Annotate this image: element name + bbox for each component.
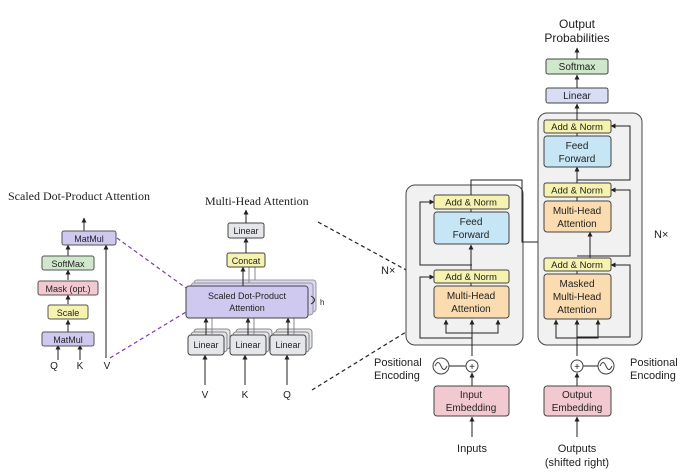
dashed-connector-top [116, 237, 187, 289]
dec-residual-3 [577, 123, 631, 181]
sdpa-q-label: Q [50, 361, 58, 372]
sdpa-scale-box [47, 304, 89, 320]
outputs-label-line2: (shifted right) [545, 457, 609, 469]
enc-residual-2 [419, 199, 472, 266]
dec-pos-wave-icon [599, 362, 613, 370]
sdpa-matmul-top-label: MatMul [74, 234, 104, 244]
enc-addnorm-2-label: Add & Norm [445, 198, 497, 209]
enc-residual-1 [419, 274, 472, 339]
dec-addnorm-1-label: Add & Norm [551, 260, 603, 271]
mha-linear-v-label: Linear [193, 340, 218, 350]
mha-title: Multi-Head Attention [205, 194, 309, 208]
dec-masked-label-line2: Multi-Head [553, 292, 601, 303]
enc-add-icon [465, 359, 479, 373]
sdpa-diagram: Scaled Dot-Product Attention MatMul Soft… [8, 189, 150, 372]
transformer: N× Multi-Head Attention Add & Norm Feed … [374, 17, 678, 469]
dec-add-symbol: + [574, 362, 580, 373]
input-embedding-label-line2: Embedding [446, 403, 497, 414]
mha-k-label: K [242, 390, 249, 401]
enc-mha-label-line2: Attention [451, 304, 490, 315]
inputs-label: Inputs [457, 443, 487, 455]
enc-mha-label-line1: Multi-Head [447, 291, 495, 302]
input-embedding-box [433, 385, 510, 417]
dashed-connector-mha-bottom [311, 315, 433, 391]
mha-linear-out-label: Linear [233, 226, 258, 236]
sdpa-matmul-bottom-box [41, 331, 95, 347]
dec-mha-label-line1: Multi-Head [553, 206, 601, 217]
dec-masked-label-line1: Masked [559, 279, 594, 290]
enc-addnorm-1-label: Add & Norm [445, 272, 497, 283]
dec-add-icon [570, 359, 584, 373]
enc-pos-label-line2: Encoding [374, 370, 420, 382]
mha-v-label: V [202, 390, 209, 401]
mha-sdpa-box [185, 285, 309, 319]
dec-mha-label-line2: Attention [557, 219, 596, 230]
sdpa-matmul-bottom-label: MatMul [53, 335, 83, 345]
output-probabilities-line2: Probabilities [544, 31, 609, 45]
sdpa-mask-box [37, 280, 99, 296]
mha-sdpa-label-line2: Attention [229, 303, 265, 313]
mha-concat-label: Concat [232, 256, 261, 266]
decoder-nx-label: N× [654, 229, 668, 241]
sdpa-matmul-top-box [61, 230, 117, 246]
enc-arrow-into-mha-right [472, 319, 501, 334]
dec-ff-label-line2: Forward [559, 154, 596, 165]
sdpa-softmax-label: SoftMax [51, 259, 85, 269]
enc-ff-label-line2: Forward [453, 230, 490, 241]
output-embedding-label-line1: Output [562, 390, 592, 401]
enc-ff-label-line1: Feed [460, 217, 483, 228]
input-embedding-label-line1: Input [460, 390, 482, 401]
dec-pos-label-line1: Positional [630, 357, 678, 369]
mha-linear-q-label: Linear [275, 340, 300, 350]
encoder-nx-label: N× [381, 265, 395, 277]
enc-pos-label-line1: Positional [374, 357, 422, 369]
enc-add-symbol: + [469, 362, 475, 373]
enc-arrow-into-mha-left [443, 319, 472, 334]
dec-arrow-into-masked-right [577, 319, 601, 339]
output-softmax-label: Softmax [559, 62, 596, 73]
enc-pos-wave-icon [434, 362, 448, 370]
mha-sdpa-label-line1: Scaled Dot-Product [208, 291, 287, 301]
mha-h-label: h [320, 298, 324, 307]
dec-pos-label-line2: Encoding [630, 370, 676, 382]
sdpa-mask-label: Mask (opt.) [45, 284, 90, 294]
sdpa-title: Scaled Dot-Product Attention [8, 189, 150, 203]
dec-addnorm-3-label: Add & Norm [551, 122, 603, 133]
dec-residual-2 [577, 187, 631, 257]
sdpa-k-label: K [77, 361, 84, 372]
output-embedding-label-line2: Embedding [552, 403, 603, 414]
dashed-connector-bottom [109, 311, 187, 359]
mha-q-label: Q [283, 390, 291, 401]
mha-linear-k-label: Linear [235, 340, 260, 350]
sdpa-scale-label: Scale [57, 308, 80, 318]
output-embedding-box [543, 385, 612, 417]
mha-diagram: Multi-Head Attention Linear Linear Linea… [185, 194, 324, 401]
output-linear-label: Linear [563, 91, 591, 102]
dec-addnorm-2-label: Add & Norm [551, 186, 603, 197]
sdpa-v-label: V [104, 361, 111, 372]
dec-masked-label-line3: Attention [557, 305, 596, 316]
dec-ff-label-line1: Feed [566, 141, 589, 152]
outputs-label-line1: Outputs [558, 443, 597, 455]
dec-residual-1 [577, 262, 631, 338]
dec-addnorm-1-box [543, 257, 612, 272]
sdpa-softmax-box [41, 255, 95, 271]
mha-h-bracket [310, 295, 315, 305]
output-probabilities-line1: Output [559, 17, 596, 31]
dec-arrow-into-masked-left [553, 319, 577, 339]
